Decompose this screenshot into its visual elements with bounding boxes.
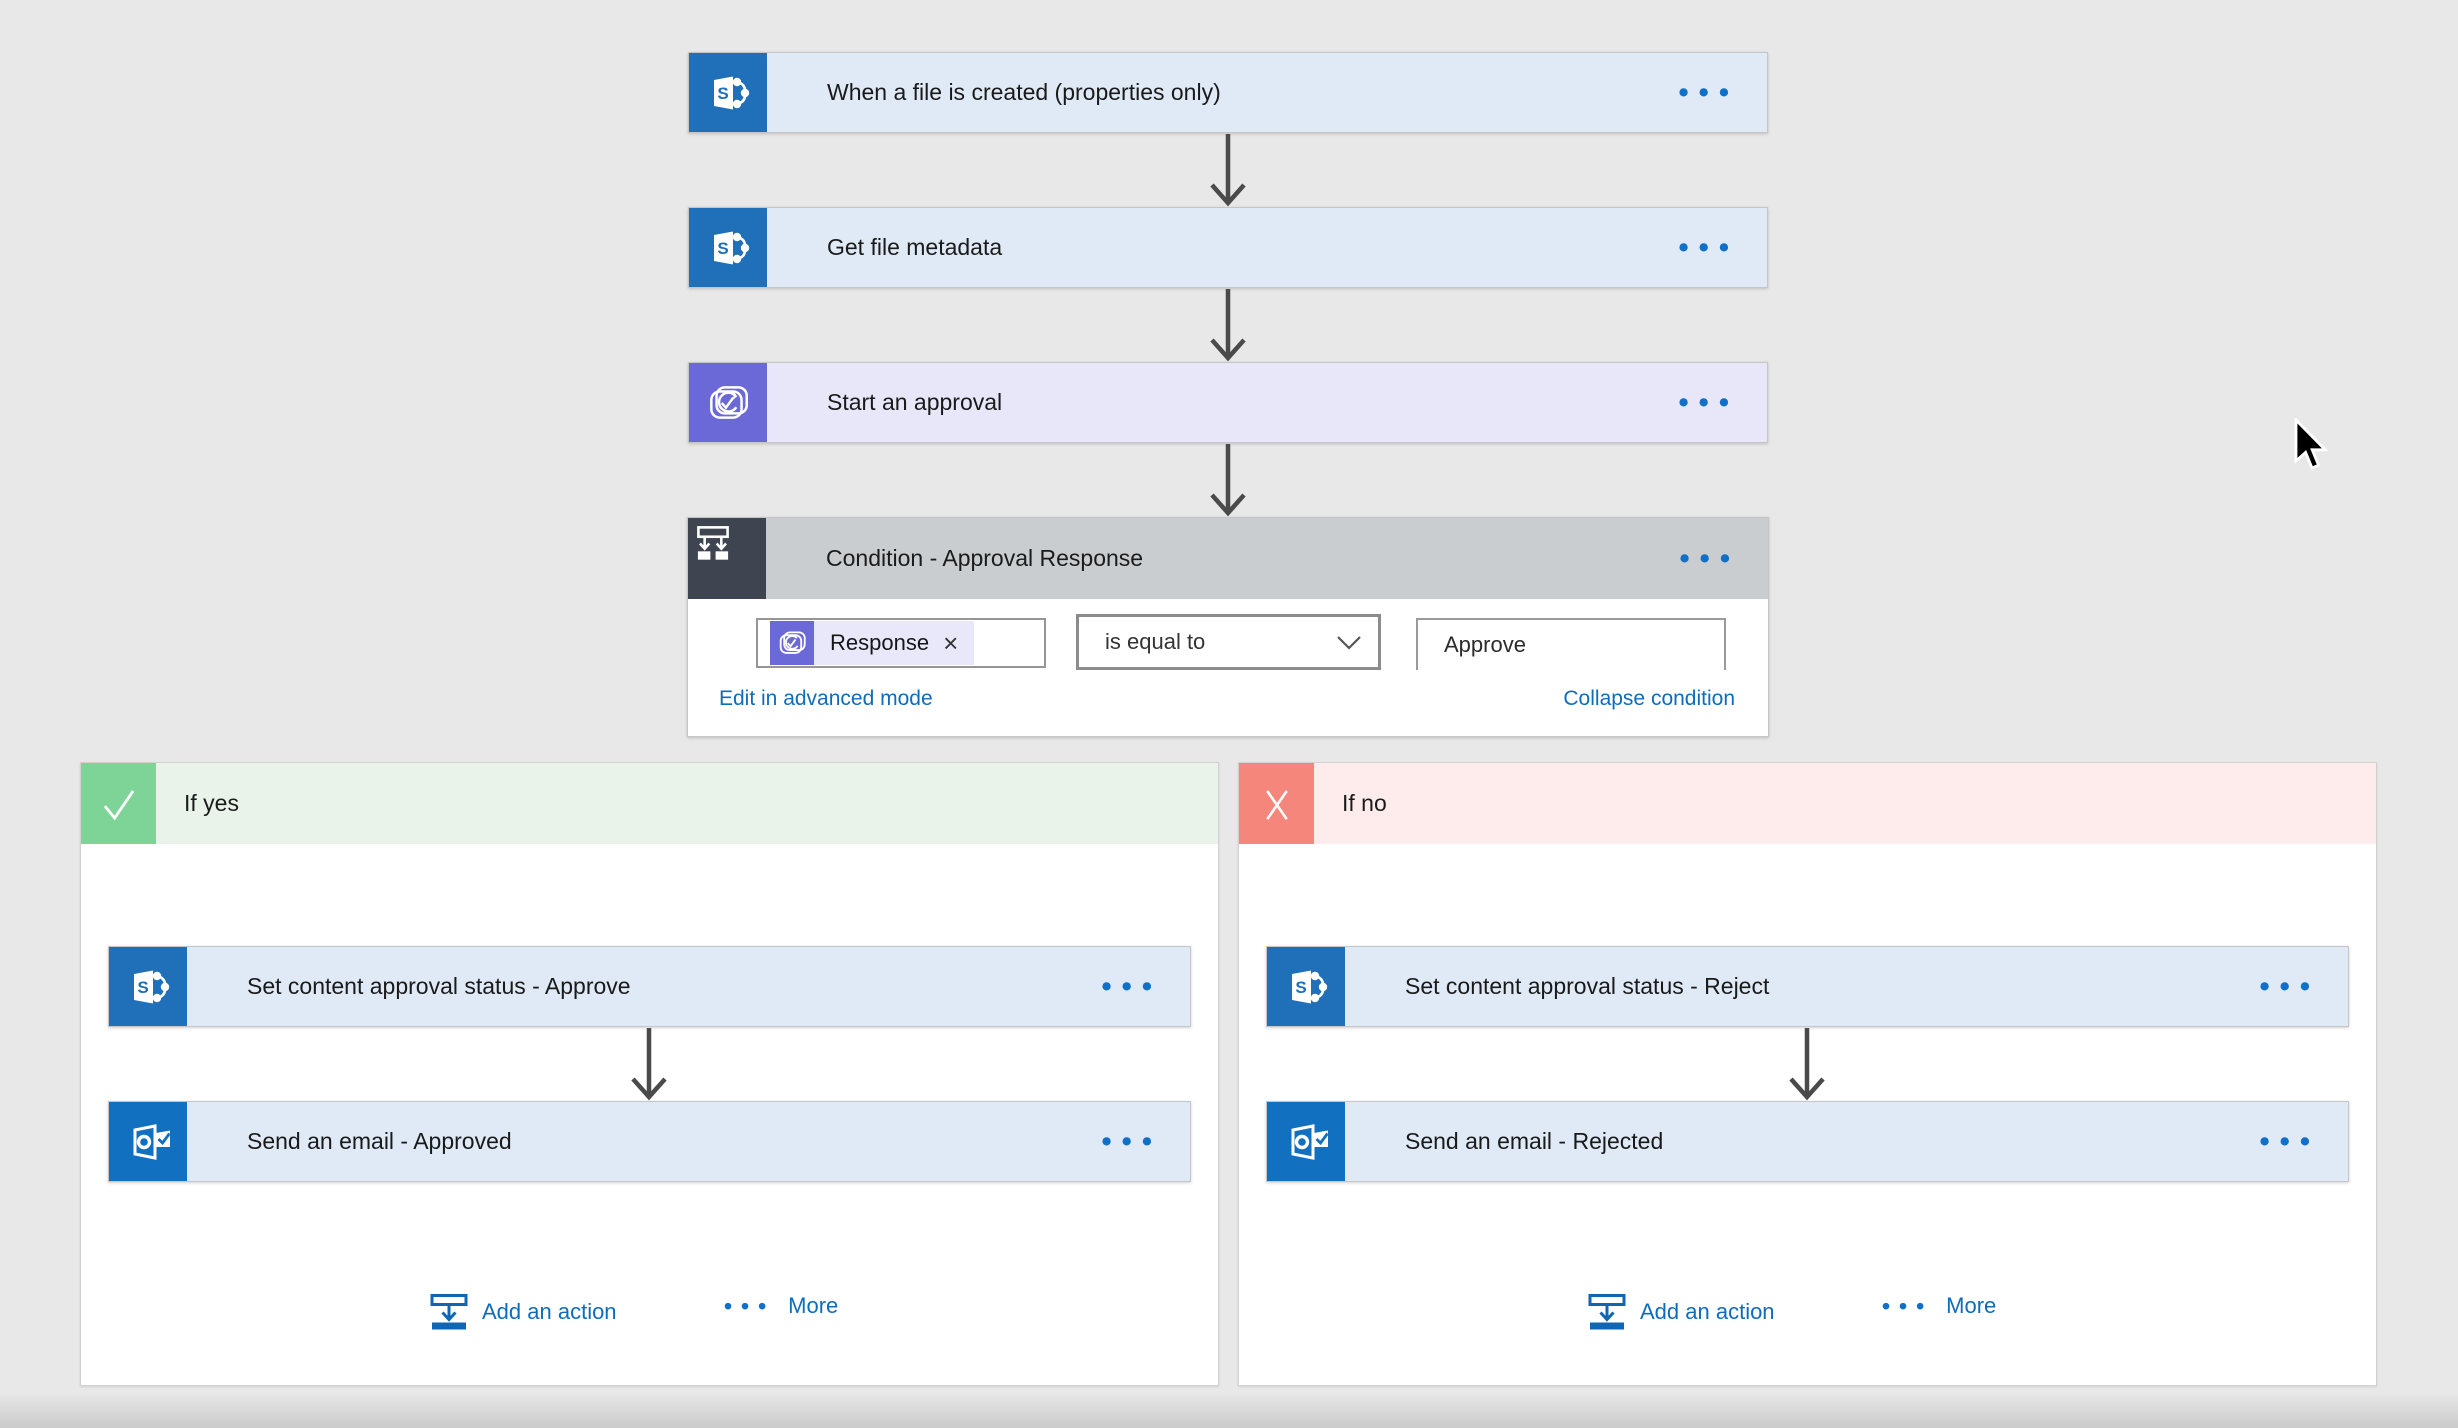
step-title: Start an approval xyxy=(827,389,1003,415)
check-icon xyxy=(81,763,156,844)
step-menu-button[interactable]: ••• xyxy=(1101,1125,1162,1158)
token-label: Response xyxy=(830,630,930,655)
approval-token-icon xyxy=(770,621,814,665)
step-menu-button[interactable]: ••• xyxy=(1678,76,1739,109)
svg-text:S: S xyxy=(717,239,728,258)
edit-advanced-mode-link[interactable]: Edit in advanced mode xyxy=(719,687,933,710)
condition-left-operand-field[interactable]: Response × xyxy=(756,618,1046,668)
condition-branch-icon xyxy=(688,518,766,599)
step-card-set-approval-status-reject[interactable]: S Set content approval status - Reject •… xyxy=(1266,946,2349,1027)
step-card-get-file-metadata[interactable]: S Get file metadata ••• xyxy=(688,207,1768,288)
svg-text:S: S xyxy=(137,978,148,997)
sharepoint-icon: S xyxy=(689,208,767,287)
svg-text:S: S xyxy=(717,84,728,103)
bottom-shadow-band xyxy=(0,1392,2458,1428)
token-body: Response × xyxy=(814,621,975,665)
more-label: More xyxy=(1946,1293,1997,1318)
more-button[interactable]: ••• More xyxy=(724,1293,839,1319)
step-card-start-approval[interactable]: Start an approval ••• xyxy=(688,362,1768,443)
connector-arrow xyxy=(1210,444,1246,517)
add-an-action-label: Add an action xyxy=(482,1299,617,1324)
mouse-cursor xyxy=(2294,418,2328,470)
add-an-action-button[interactable]: Add an action xyxy=(1587,1293,1775,1331)
condition-menu-button[interactable]: ••• xyxy=(1679,542,1740,575)
x-icon xyxy=(1239,763,1314,844)
sharepoint-icon: S xyxy=(109,947,187,1026)
condition-title: Condition - Approval Response xyxy=(826,545,1144,571)
collapse-condition-link[interactable]: Collapse condition xyxy=(1563,687,1735,710)
add-action-icon xyxy=(430,1294,468,1330)
step-menu-button[interactable]: ••• xyxy=(2259,970,2320,1003)
step-title: Send an email - Approved xyxy=(247,1128,512,1154)
step-title: When a file is created (properties only) xyxy=(827,79,1221,105)
branch-label: If no xyxy=(1342,790,1387,816)
outlook-email-icon xyxy=(1267,1102,1345,1181)
step-card-send-email-rejected[interactable]: Send an email - Rejected ••• xyxy=(1266,1101,2349,1182)
connector-arrow xyxy=(1789,1028,1825,1101)
if-yes-branch: If yes S Set content approval status - A… xyxy=(80,762,1219,1386)
step-menu-button[interactable]: ••• xyxy=(1101,970,1162,1003)
response-token[interactable]: Response × xyxy=(770,621,975,665)
step-title: Set content approval status - Approve xyxy=(247,973,631,999)
branch-label: If yes xyxy=(184,790,239,816)
condition-body: Response × is equal to Approve Edit in a… xyxy=(688,599,1768,736)
step-title: Set content approval status - Reject xyxy=(1405,973,1770,999)
condition-operator-dropdown[interactable]: is equal to xyxy=(1076,614,1381,670)
add-an-action-label: Add an action xyxy=(1640,1299,1775,1324)
step-title: Get file metadata xyxy=(827,234,1003,260)
condition-value-input[interactable]: Approve xyxy=(1416,618,1726,670)
connector-arrow xyxy=(1210,289,1246,362)
chevron-down-icon xyxy=(1337,635,1361,650)
remove-token-button[interactable]: × xyxy=(943,628,959,658)
approval-icon xyxy=(689,363,767,442)
step-menu-button[interactable]: ••• xyxy=(1678,231,1739,264)
add-an-action-button[interactable]: Add an action xyxy=(429,1293,617,1331)
condition-card: Condition - Approval Response ••• Res xyxy=(687,517,1769,737)
sharepoint-icon: S xyxy=(1267,947,1345,1026)
connector-arrow xyxy=(631,1028,667,1101)
if-yes-header[interactable]: If yes xyxy=(81,763,1218,844)
condition-header[interactable]: Condition - Approval Response ••• xyxy=(688,518,1768,599)
svg-text:S: S xyxy=(1295,978,1306,997)
step-menu-button[interactable]: ••• xyxy=(1678,386,1739,419)
outlook-email-icon xyxy=(109,1102,187,1181)
sharepoint-icon: S xyxy=(689,53,767,132)
step-card-when-file-created[interactable]: S When a file is created (properties onl… xyxy=(688,52,1768,133)
if-no-header[interactable]: If no xyxy=(1239,763,2376,844)
if-no-branch: If no S Set content approval status - Re… xyxy=(1238,762,2377,1386)
step-card-set-approval-status-approve[interactable]: S Set content approval status - Approve … xyxy=(108,946,1191,1027)
condition-value: Approve xyxy=(1444,632,1526,657)
operator-value: is equal to xyxy=(1105,629,1206,654)
add-action-icon xyxy=(1588,1294,1626,1330)
step-title: Send an email - Rejected xyxy=(1405,1128,1664,1154)
step-menu-button[interactable]: ••• xyxy=(2259,1125,2320,1158)
more-button[interactable]: ••• More xyxy=(1882,1293,1997,1319)
connector-arrow xyxy=(1210,134,1246,207)
more-label: More xyxy=(788,1293,839,1318)
step-card-send-email-approved[interactable]: Send an email - Approved ••• xyxy=(108,1101,1191,1182)
